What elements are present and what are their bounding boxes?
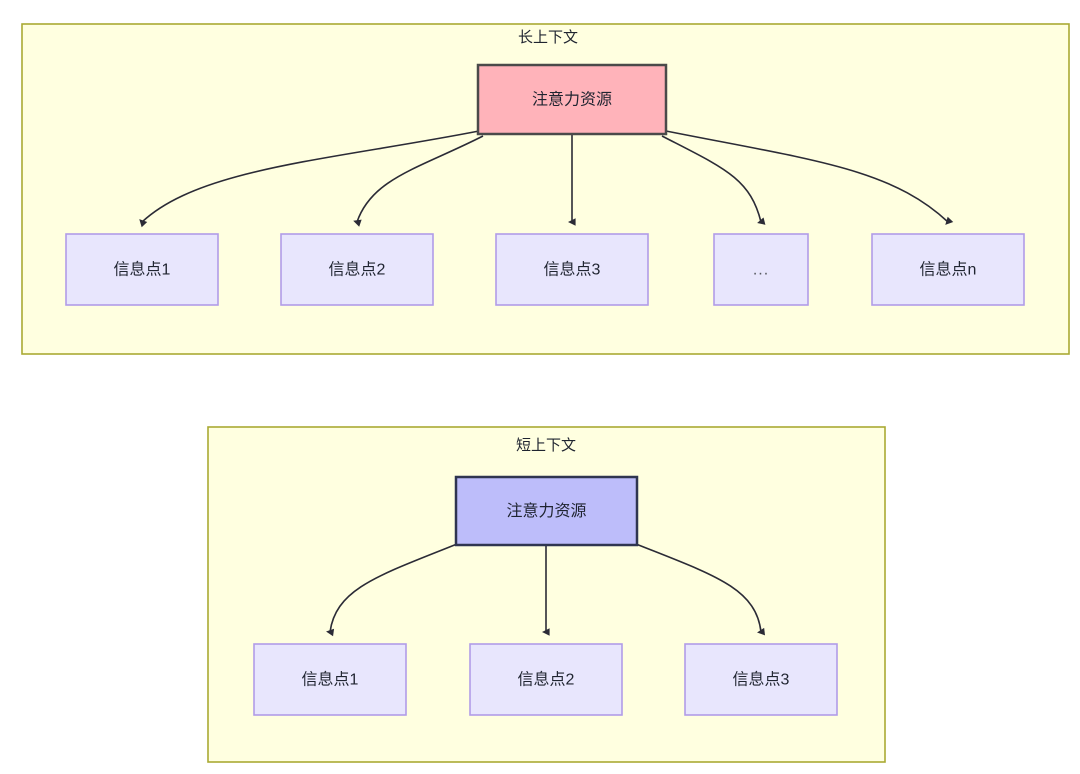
edge-short-root-to-info-1	[326, 543, 458, 637]
node-box[interactable]	[871, 233, 1025, 306]
node-label: ...	[753, 262, 769, 279]
node-long-info-n[interactable]: 信息点n	[871, 233, 1025, 306]
node-box[interactable]	[684, 643, 838, 716]
node-label: 注意力资源	[532, 90, 612, 109]
node-label: 信息点3	[733, 671, 790, 689]
node-box[interactable]	[253, 643, 407, 716]
edge-long-root-to-info-ellipsis	[661, 135, 766, 225]
node-label: 信息点1	[114, 261, 171, 279]
node-box[interactable]	[469, 643, 623, 716]
node-short-info-1[interactable]: 信息点1	[253, 643, 407, 716]
group-short-context: 短上下文 信息点1 信息点2 信息点3 注意力资源	[207, 426, 886, 763]
node-box[interactable]	[65, 233, 219, 306]
node-long-info-2[interactable]: 信息点2	[280, 233, 434, 306]
group-title-long-context: 长上下文	[518, 29, 578, 46]
node-box[interactable]	[495, 233, 649, 306]
node-long-info-1[interactable]: 信息点1	[65, 233, 219, 306]
node-short-info-2[interactable]: 信息点2	[469, 643, 623, 716]
node-label: 信息点2	[518, 671, 575, 689]
node-label: 信息点3	[544, 261, 601, 279]
edge-long-root-to-info-2	[353, 135, 484, 227]
node-short-attention-resource[interactable]: 注意力资源	[454, 475, 639, 547]
group-long-context: 长上下文 信息点1 信息点2 信息点3 ...	[21, 23, 1070, 355]
node-box[interactable]	[713, 233, 809, 306]
node-label: 信息点1	[302, 671, 359, 689]
node-box[interactable]	[280, 233, 434, 306]
edge-long-root-to-info-n	[665, 130, 954, 225]
node-label: 信息点2	[329, 261, 386, 279]
group-title-short-context: 短上下文	[516, 437, 576, 454]
node-label: 注意力资源	[506, 501, 586, 520]
node-label: 信息点n	[920, 261, 977, 279]
node-long-attention-resource[interactable]: 注意力资源	[476, 63, 668, 136]
node-box[interactable]	[454, 475, 639, 547]
node-box[interactable]	[476, 63, 668, 136]
edge-short-root-to-info-3	[635, 543, 766, 636]
node-long-info-3[interactable]: 信息点3	[495, 233, 649, 306]
edge-long-root-to-info-1	[139, 130, 480, 228]
node-short-info-3[interactable]: 信息点3	[684, 643, 838, 716]
node-long-info-ellipsis[interactable]: ...	[713, 233, 809, 306]
